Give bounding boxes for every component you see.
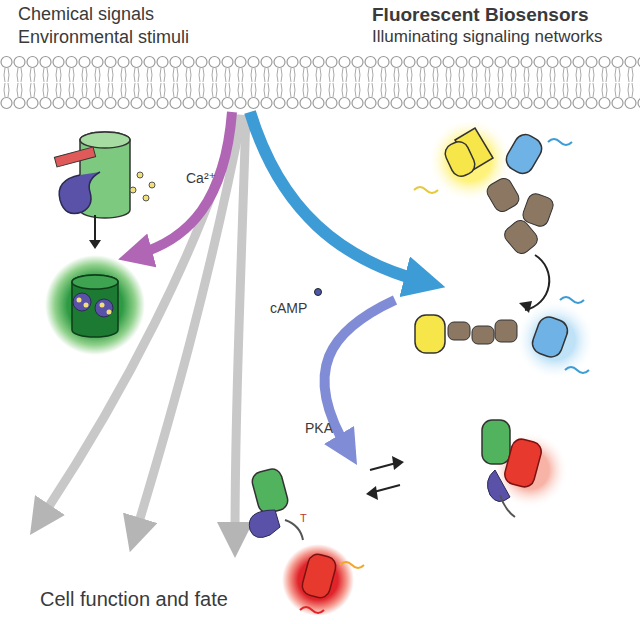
kinase-label: PKA <box>305 420 333 436</box>
svg-text:T: T <box>300 512 307 524</box>
input-label: Chemical signals <box>18 4 154 25</box>
outcome-label: Cell function and fate <box>40 588 228 611</box>
messenger-label: cAMP <box>270 300 307 316</box>
subheading: Illuminating signaling networks <box>372 27 603 47</box>
ion-label: Ca²⁺ <box>186 170 216 186</box>
input-label: Environmental stimuli <box>18 27 189 48</box>
heading: Fluorescent Biosensors <box>372 4 588 26</box>
